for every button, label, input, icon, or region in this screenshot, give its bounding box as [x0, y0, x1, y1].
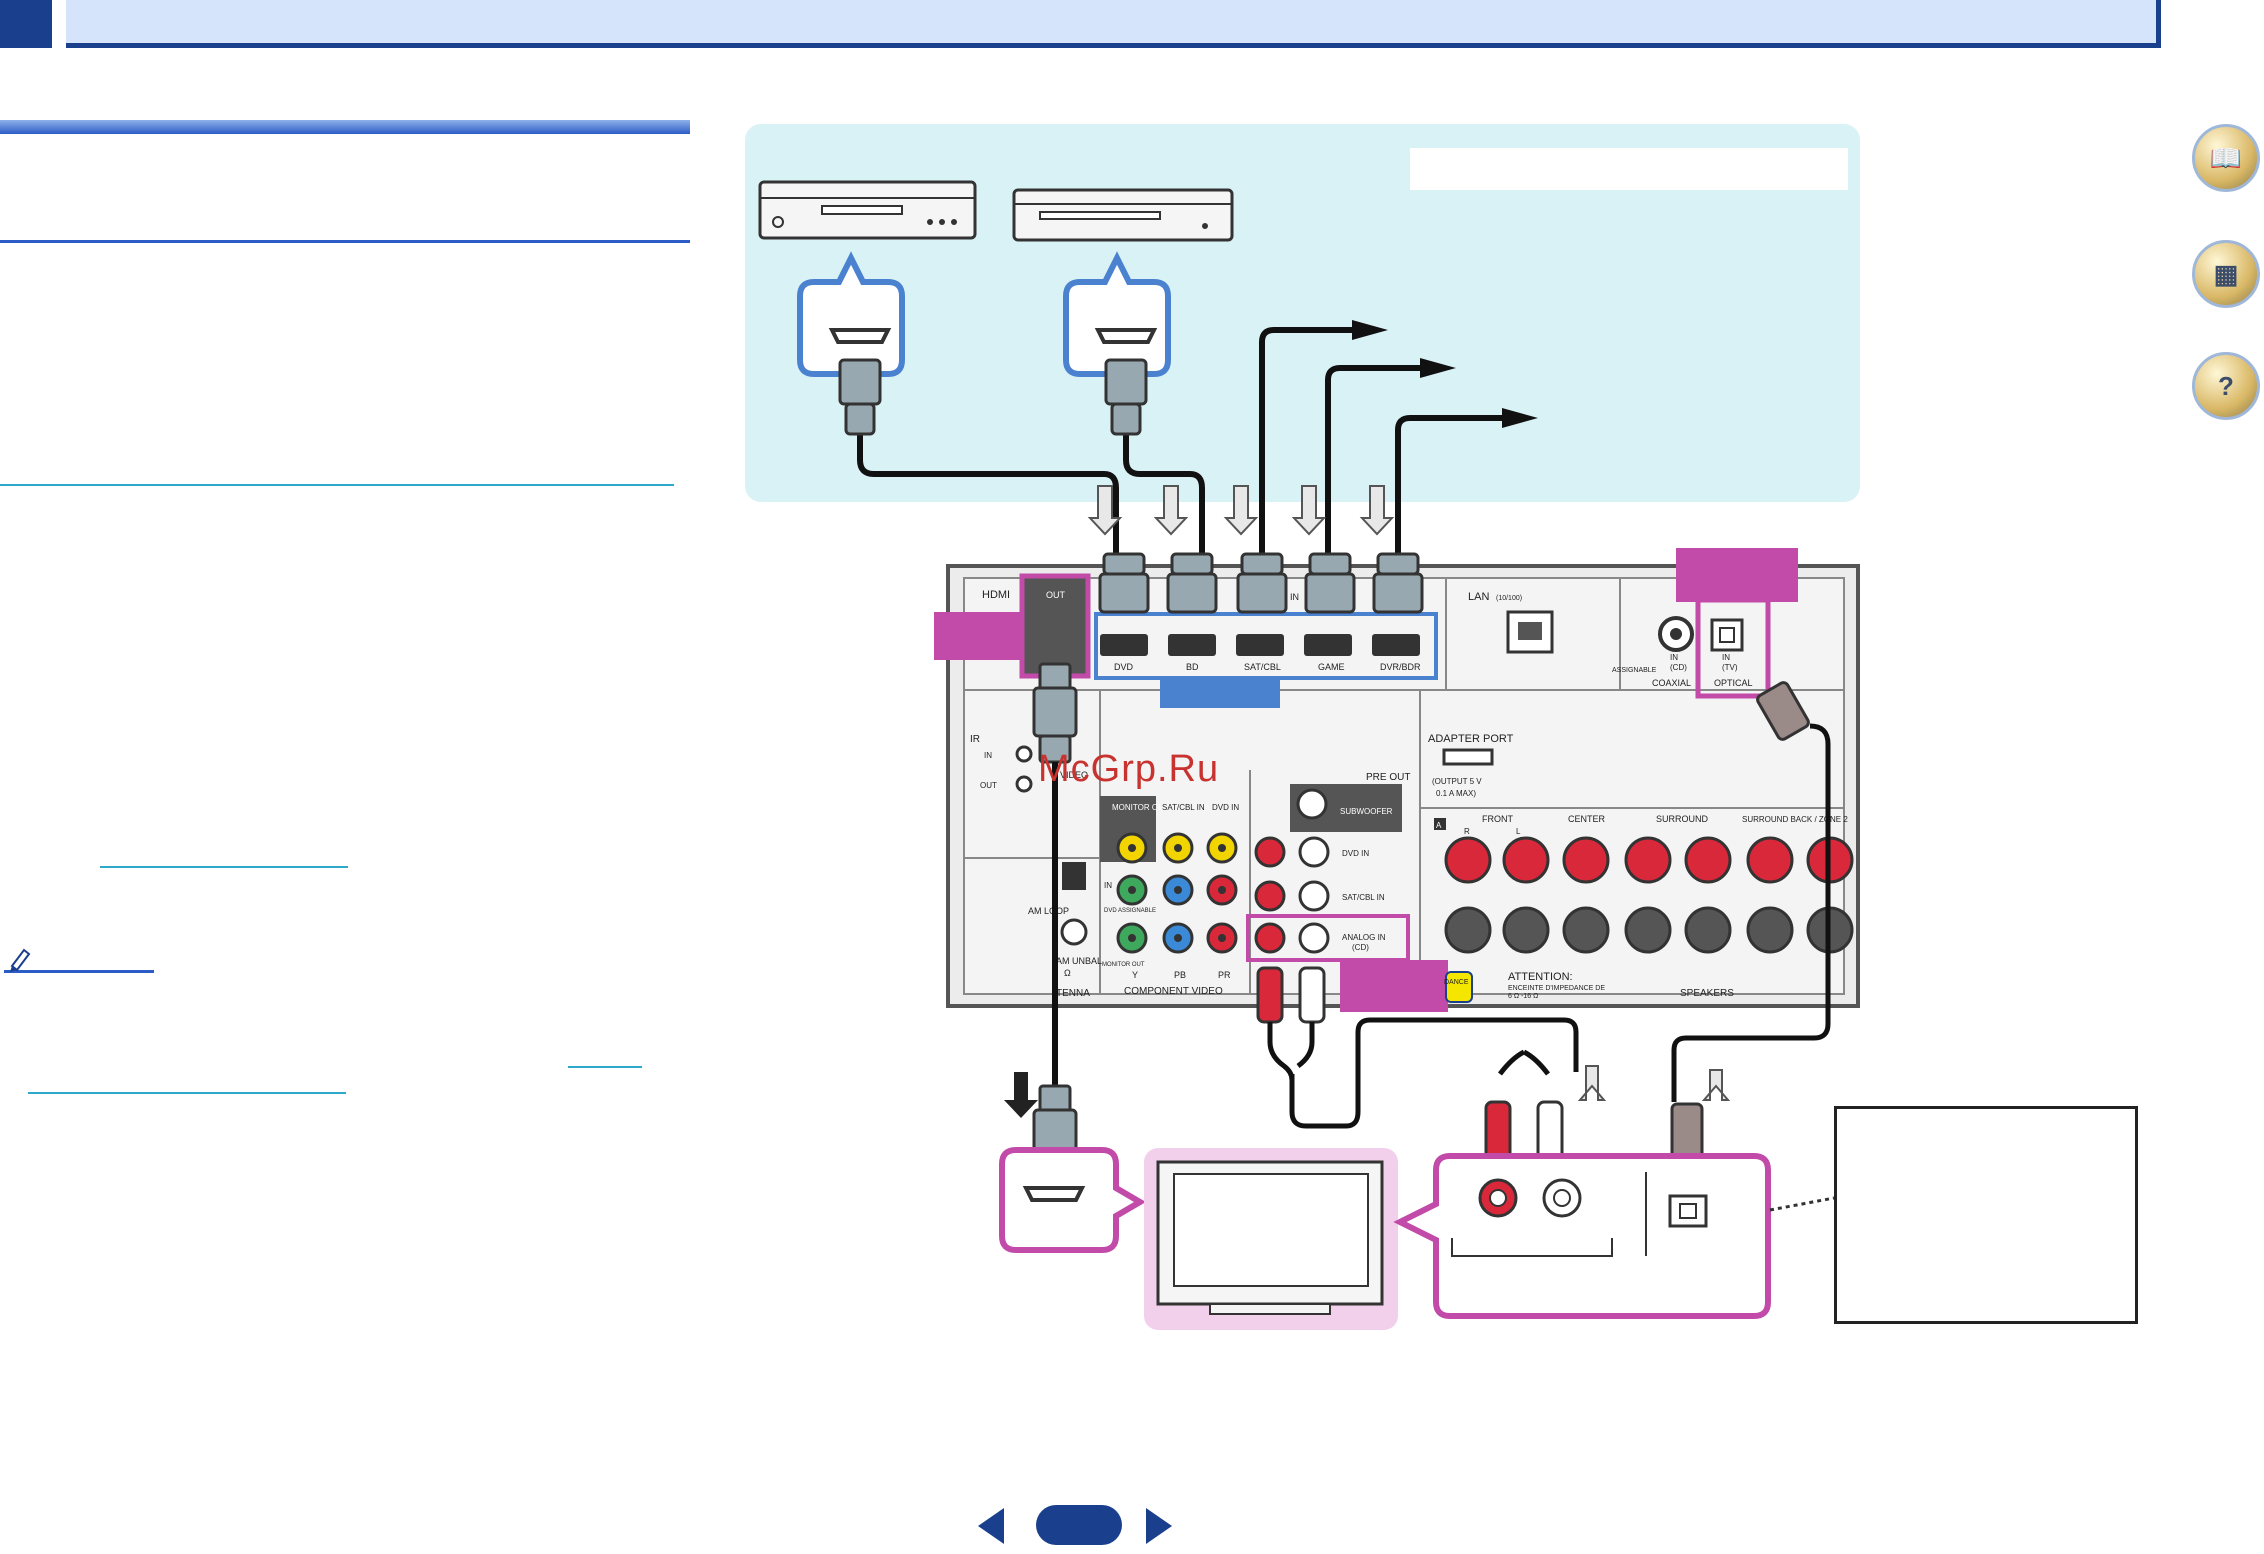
previous-page-button[interactable]: [978, 1508, 1004, 1544]
hdmi-in-dvr-bdr: DVR/BDR: [1380, 662, 1421, 672]
optical-label: OPTICAL: [1714, 678, 1753, 688]
hdmi-in-game: GAME: [1318, 662, 1345, 672]
dvd-hdmi-out-callout: [797, 251, 905, 377]
dvd-player-icon: [758, 180, 977, 240]
ir-out-label: OUT: [980, 781, 997, 790]
antenna-label: TENNA: [1056, 988, 1090, 999]
dvd-in-audio-label: DVD IN: [1342, 849, 1369, 858]
assignable-label: ASSIGNABLE: [1612, 667, 1657, 674]
impedance-label: 6 Ω -16 Ω: [1508, 993, 1538, 1000]
subwoofer-label: SUBWOOFER: [1340, 807, 1393, 816]
center-label: CENTER: [1568, 814, 1606, 824]
analog-cd-label: (CD): [1352, 943, 1369, 952]
speakers-label: SPEAKERS: [1680, 988, 1734, 999]
cross-reference-link[interactable]: [0, 484, 674, 486]
page-link[interactable]: [568, 1066, 642, 1068]
enceinte-label: ENCEINTE D'IMPEDANCE DE: [1508, 985, 1605, 992]
video-label: VIDEO: [1060, 770, 1088, 780]
note-pencil-icon: [4, 948, 154, 973]
surround-label: SURROUND: [1656, 814, 1709, 824]
hdmi-in-label-tab: [1160, 680, 1280, 708]
note-icon: [1445, 971, 1473, 1003]
tv-label-tab: [934, 612, 1022, 660]
coax-cd-label: (CD): [1670, 663, 1687, 672]
lan-speed: (10/100): [1496, 595, 1522, 602]
hdmi-out-label: OUT: [1046, 590, 1066, 600]
hdmi-label: HDMI: [982, 589, 1010, 601]
front-r-label: R: [1464, 827, 1470, 836]
coaxial-label: COAXIAL: [1652, 678, 1691, 688]
adapter-port: [1442, 748, 1494, 766]
y-label: Y: [1132, 970, 1138, 980]
dvd-in-video-label: DVD IN: [1212, 803, 1239, 812]
component-in-label: IN: [1104, 881, 1112, 890]
dvd-assignable-label: DVD ASSIGNABLE: [1104, 908, 1156, 914]
pr-label: PR: [1218, 970, 1231, 980]
am-loop-label: AM LOOP: [1028, 906, 1069, 916]
ance-label: DANCE: [1444, 979, 1469, 986]
ir-label: IR: [970, 734, 980, 745]
tv-audio-label-tab: [1676, 548, 1798, 602]
pre-out-label: PRE OUT: [1366, 772, 1410, 783]
section-title-bar: [0, 120, 690, 134]
faq-remote-icon[interactable]: ?: [2192, 352, 2260, 420]
hdmi-in-dvd: DVD: [1114, 662, 1134, 672]
bd-player-icon: [1012, 188, 1234, 242]
opt-tv-label: (TV): [1722, 663, 1738, 672]
book-help-icon[interactable]: 📖: [2192, 124, 2260, 192]
chapter-title-bar: [66, 0, 2161, 48]
monitor-out-label: MONITOR OUT: [1112, 803, 1169, 812]
coax-in-label: IN: [1670, 653, 1678, 662]
sat-cbl-in-audio-label: SAT/CBL IN: [1342, 893, 1385, 902]
hdmi-in-mark: IN: [1290, 592, 1299, 602]
surround-back-label: SURROUND BACK / ZONE 2: [1742, 815, 1848, 824]
analog-in-label: ANALOG IN: [1342, 933, 1386, 942]
front-l-label: L: [1516, 827, 1521, 836]
page-link[interactable]: [100, 866, 348, 868]
ohm-label: Ω: [1064, 968, 1071, 978]
section-rule: [0, 240, 690, 243]
tv-audio-out-callout: [1393, 1153, 1771, 1319]
adapter-port-label: ADAPTER PORT: [1428, 733, 1514, 745]
info-callout-box: [1834, 1106, 2138, 1324]
page-number: [1036, 1505, 1122, 1545]
bd-hdmi-out-callout: [1063, 251, 1171, 377]
hdmi-in-bd: BD: [1186, 662, 1199, 672]
front-label: FRONT: [1482, 814, 1513, 824]
panel-caption-box: [1410, 148, 1848, 190]
component-video-label: COMPONENT VIDEO: [1124, 986, 1223, 997]
speaker-a-label: A: [1436, 821, 1442, 830]
monitor-out-comp-label: MONITOR OUT: [1102, 962, 1145, 968]
pb-label: PB: [1174, 970, 1186, 980]
tv-hdmi-in-callout: [999, 1147, 1146, 1253]
page-link[interactable]: [28, 1092, 346, 1094]
hdmi-in-sat-cbl: SAT/CBL: [1244, 662, 1281, 672]
attention-label: ATTENTION:: [1508, 971, 1573, 983]
adapter-output: (OUTPUT 5 V: [1432, 777, 1482, 786]
sat-cbl-in-label: SAT/CBL IN: [1162, 803, 1205, 812]
opt-in-label: IN: [1722, 653, 1730, 662]
adapter-current: 0.1 A MAX): [1436, 789, 1476, 798]
next-page-button[interactable]: [1146, 1508, 1172, 1544]
lan-label: LAN: [1468, 591, 1489, 603]
am-unbal-label: AM UNBAL: [1056, 956, 1102, 966]
tv-icon: [1156, 1160, 1384, 1315]
ir-in-label: IN: [984, 751, 992, 760]
receiver-index-icon[interactable]: ▦: [2192, 240, 2260, 308]
watermark: McGrp.Ru: [1038, 748, 1220, 790]
analog-label-tab: [1340, 960, 1448, 1012]
chapter-number-box: [0, 0, 52, 48]
